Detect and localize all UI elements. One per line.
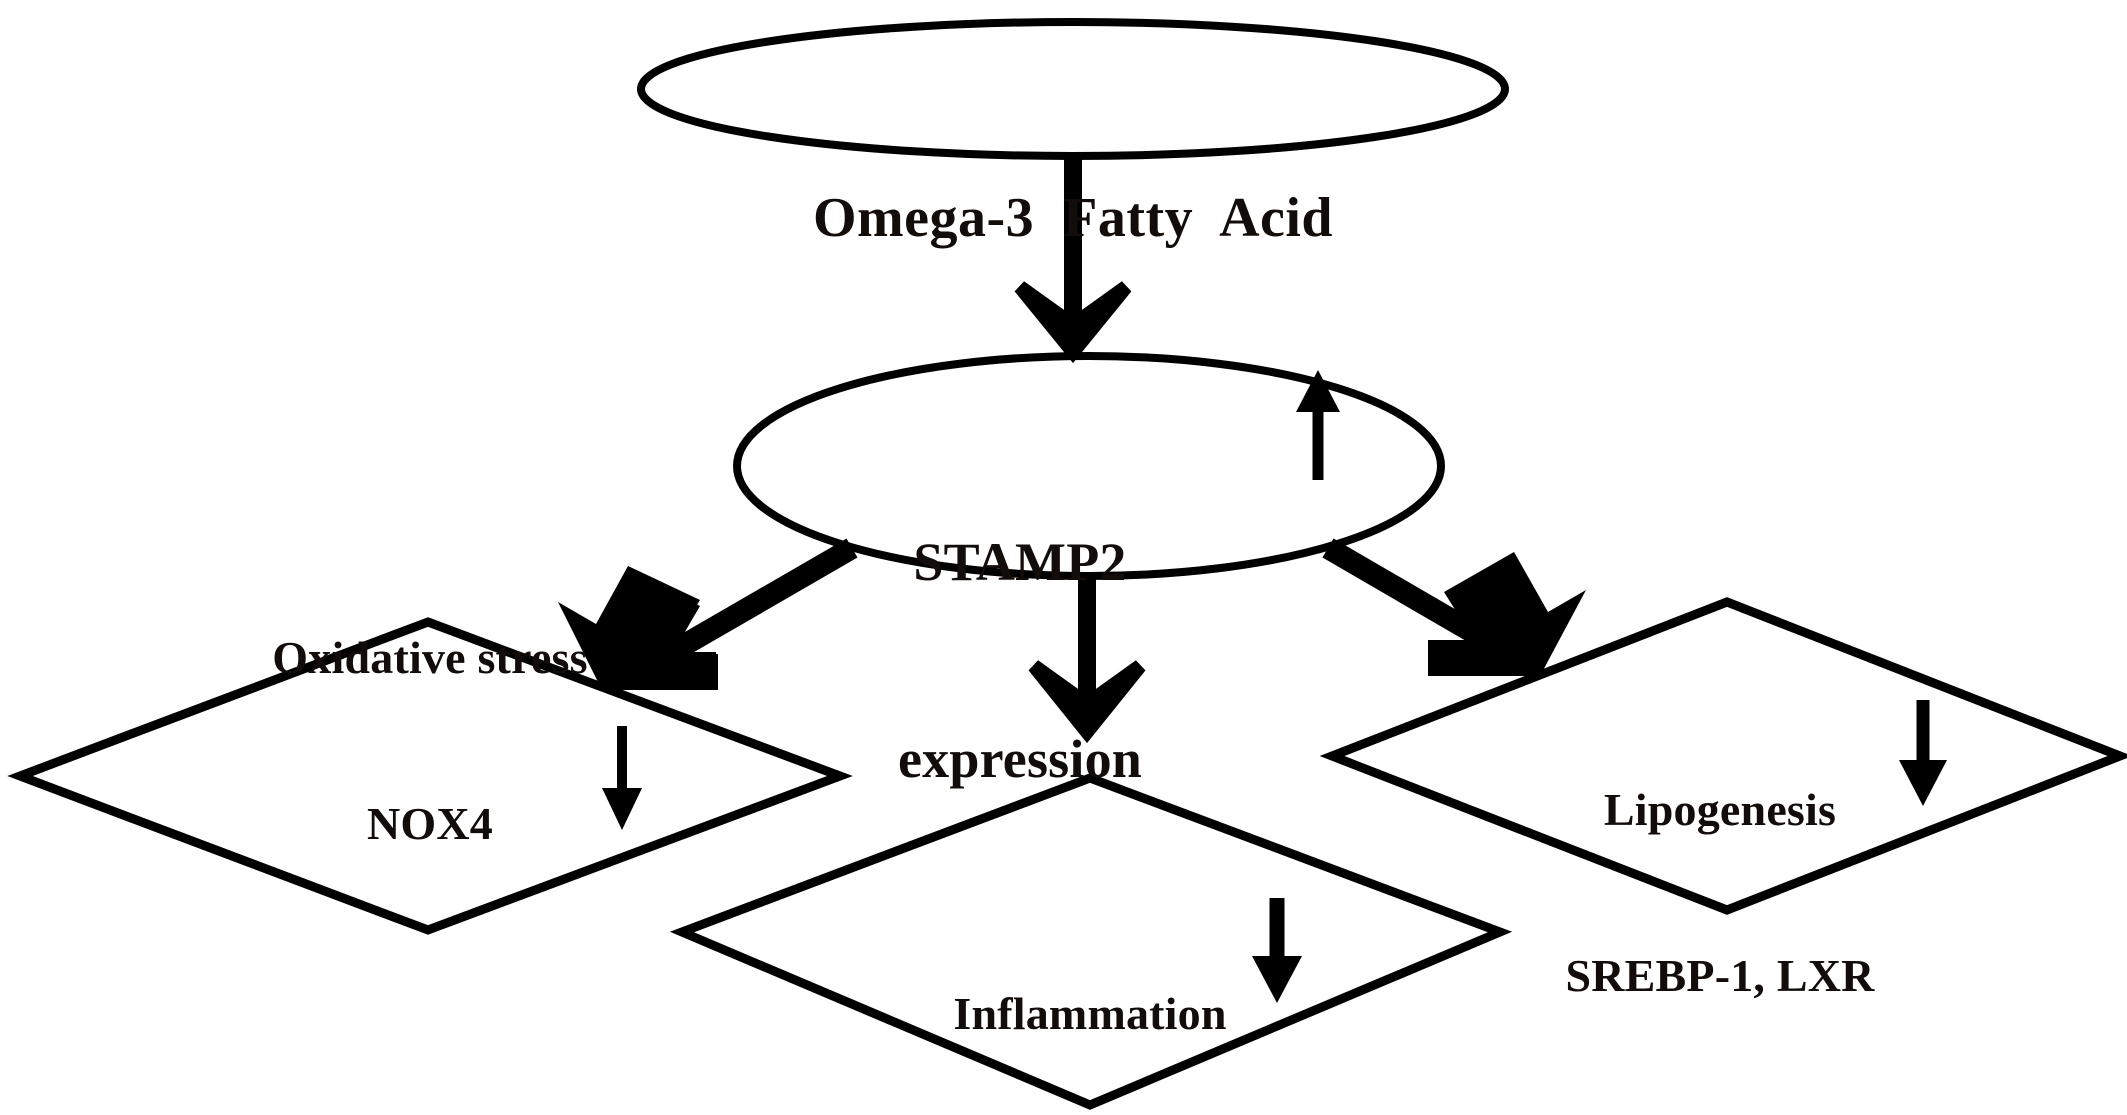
node-label-inflammation-line1: Inflammation bbox=[953, 988, 1227, 1040]
down-arrow-icon-oxidative-stress bbox=[602, 726, 642, 830]
node-label-oxidative-stress: Oxidative stress NOX4 bbox=[120, 520, 740, 962]
down-arrow-icon-lipogenesis bbox=[1899, 700, 1947, 806]
node-label-oxidative-stress-line1: Oxidative stress bbox=[272, 632, 588, 684]
node-label-lipogenesis: Lipogenesis SREBP-1, LXR bbox=[1400, 672, 2040, 1114]
node-label-stamp2-line1: STAMP2 bbox=[913, 531, 1127, 592]
node-label-omega3-line1: Omega-3 Fatty Acid bbox=[812, 186, 1334, 249]
node-shape-lipogenesis[interactable] bbox=[1319, 597, 2127, 915]
edge-stamp2-to-inflammation bbox=[1028, 572, 1146, 744]
node-label-lipogenesis-line1: Lipogenesis bbox=[1603, 784, 1837, 836]
edge-stamp2-to-lipogenesis bbox=[1322, 538, 1586, 676]
node-label-oxidative-stress-line2: NOX4 bbox=[366, 797, 494, 849]
down-arrow-icon-inflammation bbox=[1252, 898, 1302, 1003]
edge-omega3-to-stamp2 bbox=[1014, 155, 1132, 364]
node-label-omega3: Omega-3 Fatty Acid bbox=[640, 56, 1506, 381]
node-shape-inflammation[interactable] bbox=[669, 773, 1513, 1110]
node-shape-oxidative-stress[interactable] bbox=[7, 617, 853, 935]
node-label-stamp2-line2: expression bbox=[897, 729, 1143, 790]
node-label-inflammation: Inflammation IκB, NF-κB bbox=[790, 876, 1390, 1115]
edge-stamp2-to-oxidative-stress bbox=[558, 538, 858, 690]
node-label-lipogenesis-line2: SREBP-1, LXR bbox=[1565, 949, 1875, 1001]
up-arrow-icon-stamp2 bbox=[1296, 370, 1340, 480]
node-label-stamp2: STAMP2 expression bbox=[760, 398, 1280, 925]
